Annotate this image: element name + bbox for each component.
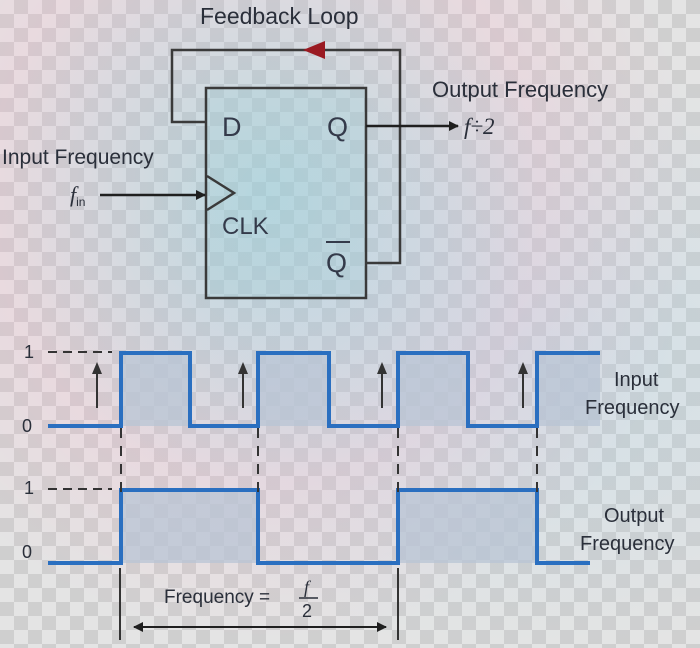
pin-q-label: Q [327,112,348,142]
qbar-feedback-wire [366,136,402,265]
input-signal-line [48,351,600,428]
pin-d-label: D [222,112,242,142]
input-wave-label-2: Frequency [585,397,680,419]
input-signal-high-pulse [258,353,329,426]
output-level-low: 0 [22,542,32,562]
rising-edge-arrowhead-icon [92,362,102,374]
frequency-note-text: Frequency = [164,587,270,608]
input-frequency-label: Input Frequency [2,146,154,169]
output-wave-label-1: Output [604,505,664,527]
frequency-denominator: 2 [302,601,312,621]
title-label: Feedback Loop [200,3,359,29]
pin-qbar-label: Q [326,248,347,278]
output-wave-label-2: Frequency [580,533,675,555]
clock-triangle [206,174,237,212]
input-signal-high-pulse [121,353,190,426]
rising-edge-arrowhead-icon [377,362,387,374]
output-signal-line [48,488,590,565]
feedback-loop-wire [170,48,402,136]
input-signal-high-pulse [398,353,468,426]
input-symbol: fin [70,182,85,209]
output-waveform [48,488,590,565]
feedback-arrow-icon [303,41,325,59]
input-wave-label-1: Input [614,369,659,391]
rising-edge-arrows [92,362,528,408]
rising-edge-arrowhead-icon [238,362,248,374]
output-signal-high-pulse [398,490,537,563]
rising-edge-arrowhead-icon [518,362,528,374]
output-formula: f÷2 [464,114,495,139]
input-signal-high-pulse [537,353,600,426]
input-waveform [48,351,600,428]
edge-guides [120,428,538,495]
output-level-high: 1 [24,478,34,498]
input-level-high: 1 [24,342,34,362]
pin-clk-label: CLK [222,213,269,240]
frequency-numerator: f [304,577,312,597]
output-signal-high-pulse [121,490,258,563]
input-level-low: 0 [22,416,32,436]
output-frequency-label: Output Frequency [432,77,608,102]
